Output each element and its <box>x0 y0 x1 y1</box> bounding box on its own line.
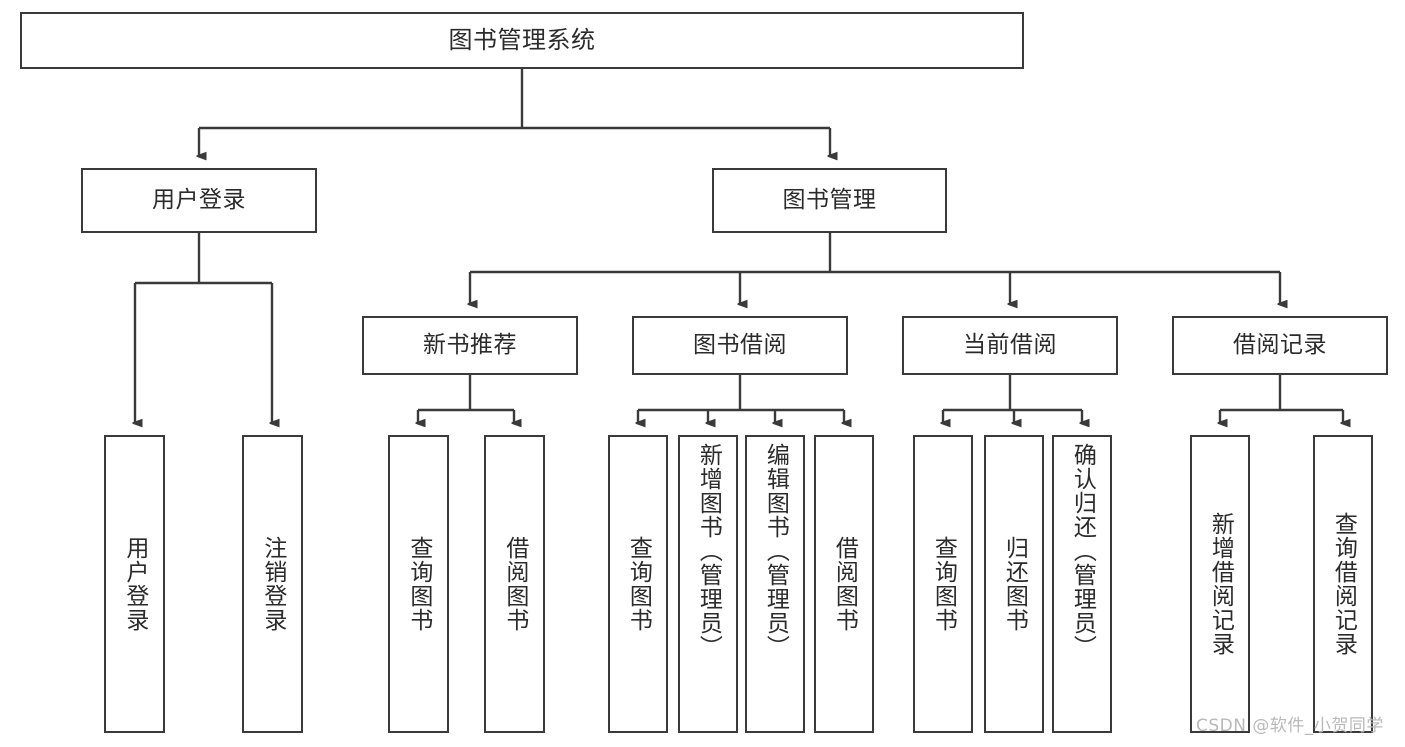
node-borrow-record-label: 借阅记录 <box>1233 331 1327 358</box>
leaf-label: 归还图书 <box>1001 536 1028 632</box>
leaf-label: 查询借阅记录 <box>1330 512 1357 656</box>
node-borrow-record[interactable]: 借阅记录 <box>1172 316 1388 375</box>
leaf-label: 新增图书（管理员） <box>695 443 722 659</box>
leaf-label: 借阅图书 <box>501 536 528 632</box>
node-root-label: 图书管理系统 <box>448 26 596 55</box>
leaf-borrow-book-recommend[interactable]: 借阅图书 <box>484 435 545 733</box>
leaf-user-login[interactable]: 用户登录 <box>104 435 165 733</box>
leaf-query-book-current[interactable]: 查询图书 <box>913 435 973 733</box>
leaf-label: 查询图书 <box>625 536 652 632</box>
node-new-book-recommend[interactable]: 新书推荐 <box>362 316 578 375</box>
watermark-text: CSDN @软件_小贺同学 <box>1196 716 1384 736</box>
leaf-label: 确认归还（管理员） <box>1069 443 1096 659</box>
leaf-label: 查询图书 <box>405 536 432 632</box>
node-book-borrow-label: 图书借阅 <box>693 331 787 358</box>
leaf-borrow-book[interactable]: 借阅图书 <box>814 435 874 733</box>
node-user-login[interactable]: 用户登录 <box>81 168 317 233</box>
leaf-label: 编辑图书（管理员） <box>762 443 789 659</box>
node-current-borrow[interactable]: 当前借阅 <box>902 316 1118 375</box>
leaf-query-book-borrow[interactable]: 查询图书 <box>608 435 668 733</box>
node-root-system[interactable]: 图书管理系统 <box>20 12 1024 69</box>
leaf-return-book[interactable]: 归还图书 <box>984 435 1044 733</box>
leaf-add-book-admin[interactable]: 新增图书（管理员） <box>678 435 738 733</box>
leaf-label: 借阅图书 <box>831 536 858 632</box>
node-new-book-recommend-label: 新书推荐 <box>423 331 517 358</box>
node-book-borrow[interactable]: 图书借阅 <box>632 316 848 375</box>
node-book-management-label: 图书管理 <box>782 186 877 213</box>
node-user-login-label: 用户登录 <box>152 186 246 213</box>
leaf-query-borrow-record[interactable]: 查询借阅记录 <box>1313 435 1373 733</box>
leaf-label: 查询图书 <box>930 536 957 632</box>
leaf-confirm-return-admin[interactable]: 确认归还（管理员） <box>1052 435 1112 733</box>
leaf-add-borrow-record[interactable]: 新增借阅记录 <box>1190 435 1250 733</box>
leaf-label: 用户登录 <box>121 536 148 632</box>
node-book-management[interactable]: 图书管理 <box>712 168 947 233</box>
node-current-borrow-label: 当前借阅 <box>963 331 1057 358</box>
leaf-user-logout[interactable]: 注销登录 <box>242 435 303 733</box>
leaf-label: 新增借阅记录 <box>1207 512 1234 656</box>
leaf-query-book-recommend[interactable]: 查询图书 <box>388 435 449 733</box>
leaf-label: 注销登录 <box>259 536 286 632</box>
leaf-edit-book-admin[interactable]: 编辑图书（管理员） <box>745 435 805 733</box>
